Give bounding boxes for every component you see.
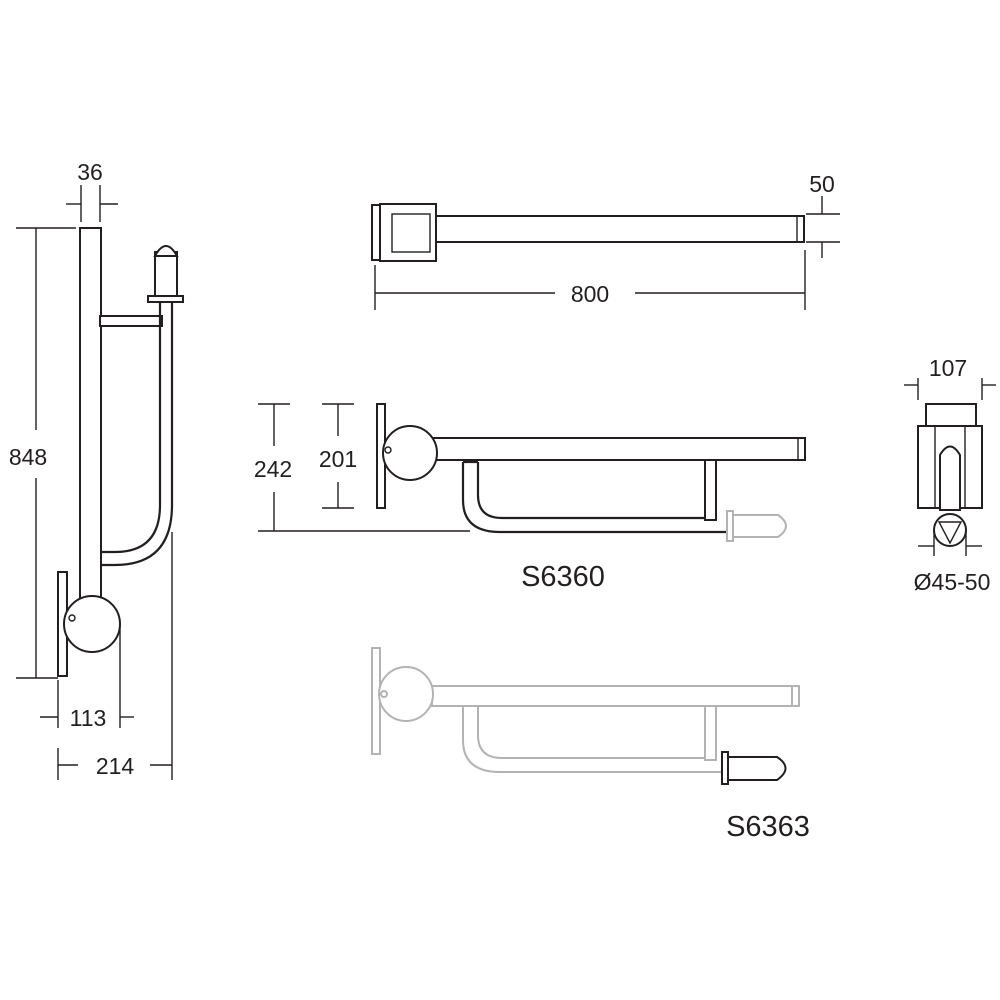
dim-113: 113	[70, 705, 107, 731]
dim-201: 201	[319, 446, 357, 472]
end-grip-shape	[939, 445, 961, 511]
front-hinge-screw	[384, 446, 392, 454]
end-tube-circle	[933, 513, 967, 547]
side-view: 36 848 113 214	[9, 159, 184, 780]
front-support-tube-inner	[476, 462, 717, 520]
model-label-s6363: S6363	[726, 811, 810, 843]
front-support-tube-outer	[461, 462, 727, 534]
side-handle-cap	[153, 245, 179, 257]
side-handle-collar	[147, 295, 184, 303]
side-support-tube	[101, 300, 162, 554]
front-top-bar	[431, 437, 806, 461]
side-handle-grip	[154, 251, 178, 298]
side-cross-bar	[99, 315, 163, 327]
model-label-s6360: S6360	[521, 561, 605, 593]
front-view-s6360: 242 201 S6360	[254, 403, 806, 593]
side-hinge-disc	[63, 595, 121, 653]
side-support-tube-outer	[101, 300, 174, 567]
side-hinge-screw	[68, 614, 76, 622]
end-top-block	[925, 403, 977, 427]
dim-242: 242	[254, 456, 292, 482]
dim-848: 848	[9, 444, 47, 470]
ghost-top-bar	[431, 685, 800, 707]
top-bar	[435, 215, 805, 243]
dim-107: 107	[929, 355, 967, 381]
front-strut	[704, 459, 717, 521]
dim-50: 50	[809, 171, 835, 197]
ghost-support-tube-outer	[462, 706, 722, 773]
ghost-hinge-disc	[378, 666, 434, 722]
front-handle-grip	[732, 514, 787, 538]
dim-214: 214	[96, 753, 135, 779]
ghost-wall-plate	[371, 647, 381, 755]
s6363-handle-grip	[727, 756, 787, 781]
end-view: 107 Ø45-50	[904, 355, 996, 595]
top-view: 50 800	[371, 171, 840, 310]
side-main-tube	[79, 227, 102, 599]
top-housing-inner	[391, 213, 431, 253]
ghost-strut	[704, 703, 717, 761]
dim-diameter: Ø45-50	[914, 569, 991, 595]
end-tube-triangle	[937, 521, 963, 545]
dim-36: 36	[77, 159, 103, 185]
front-view-s6363: S6363	[371, 647, 810, 843]
front-hinge-disc	[382, 425, 438, 481]
ghost-support-tube-inner	[477, 706, 716, 759]
ghost-hinge-screw	[380, 690, 388, 698]
dim-800: 800	[571, 281, 609, 307]
